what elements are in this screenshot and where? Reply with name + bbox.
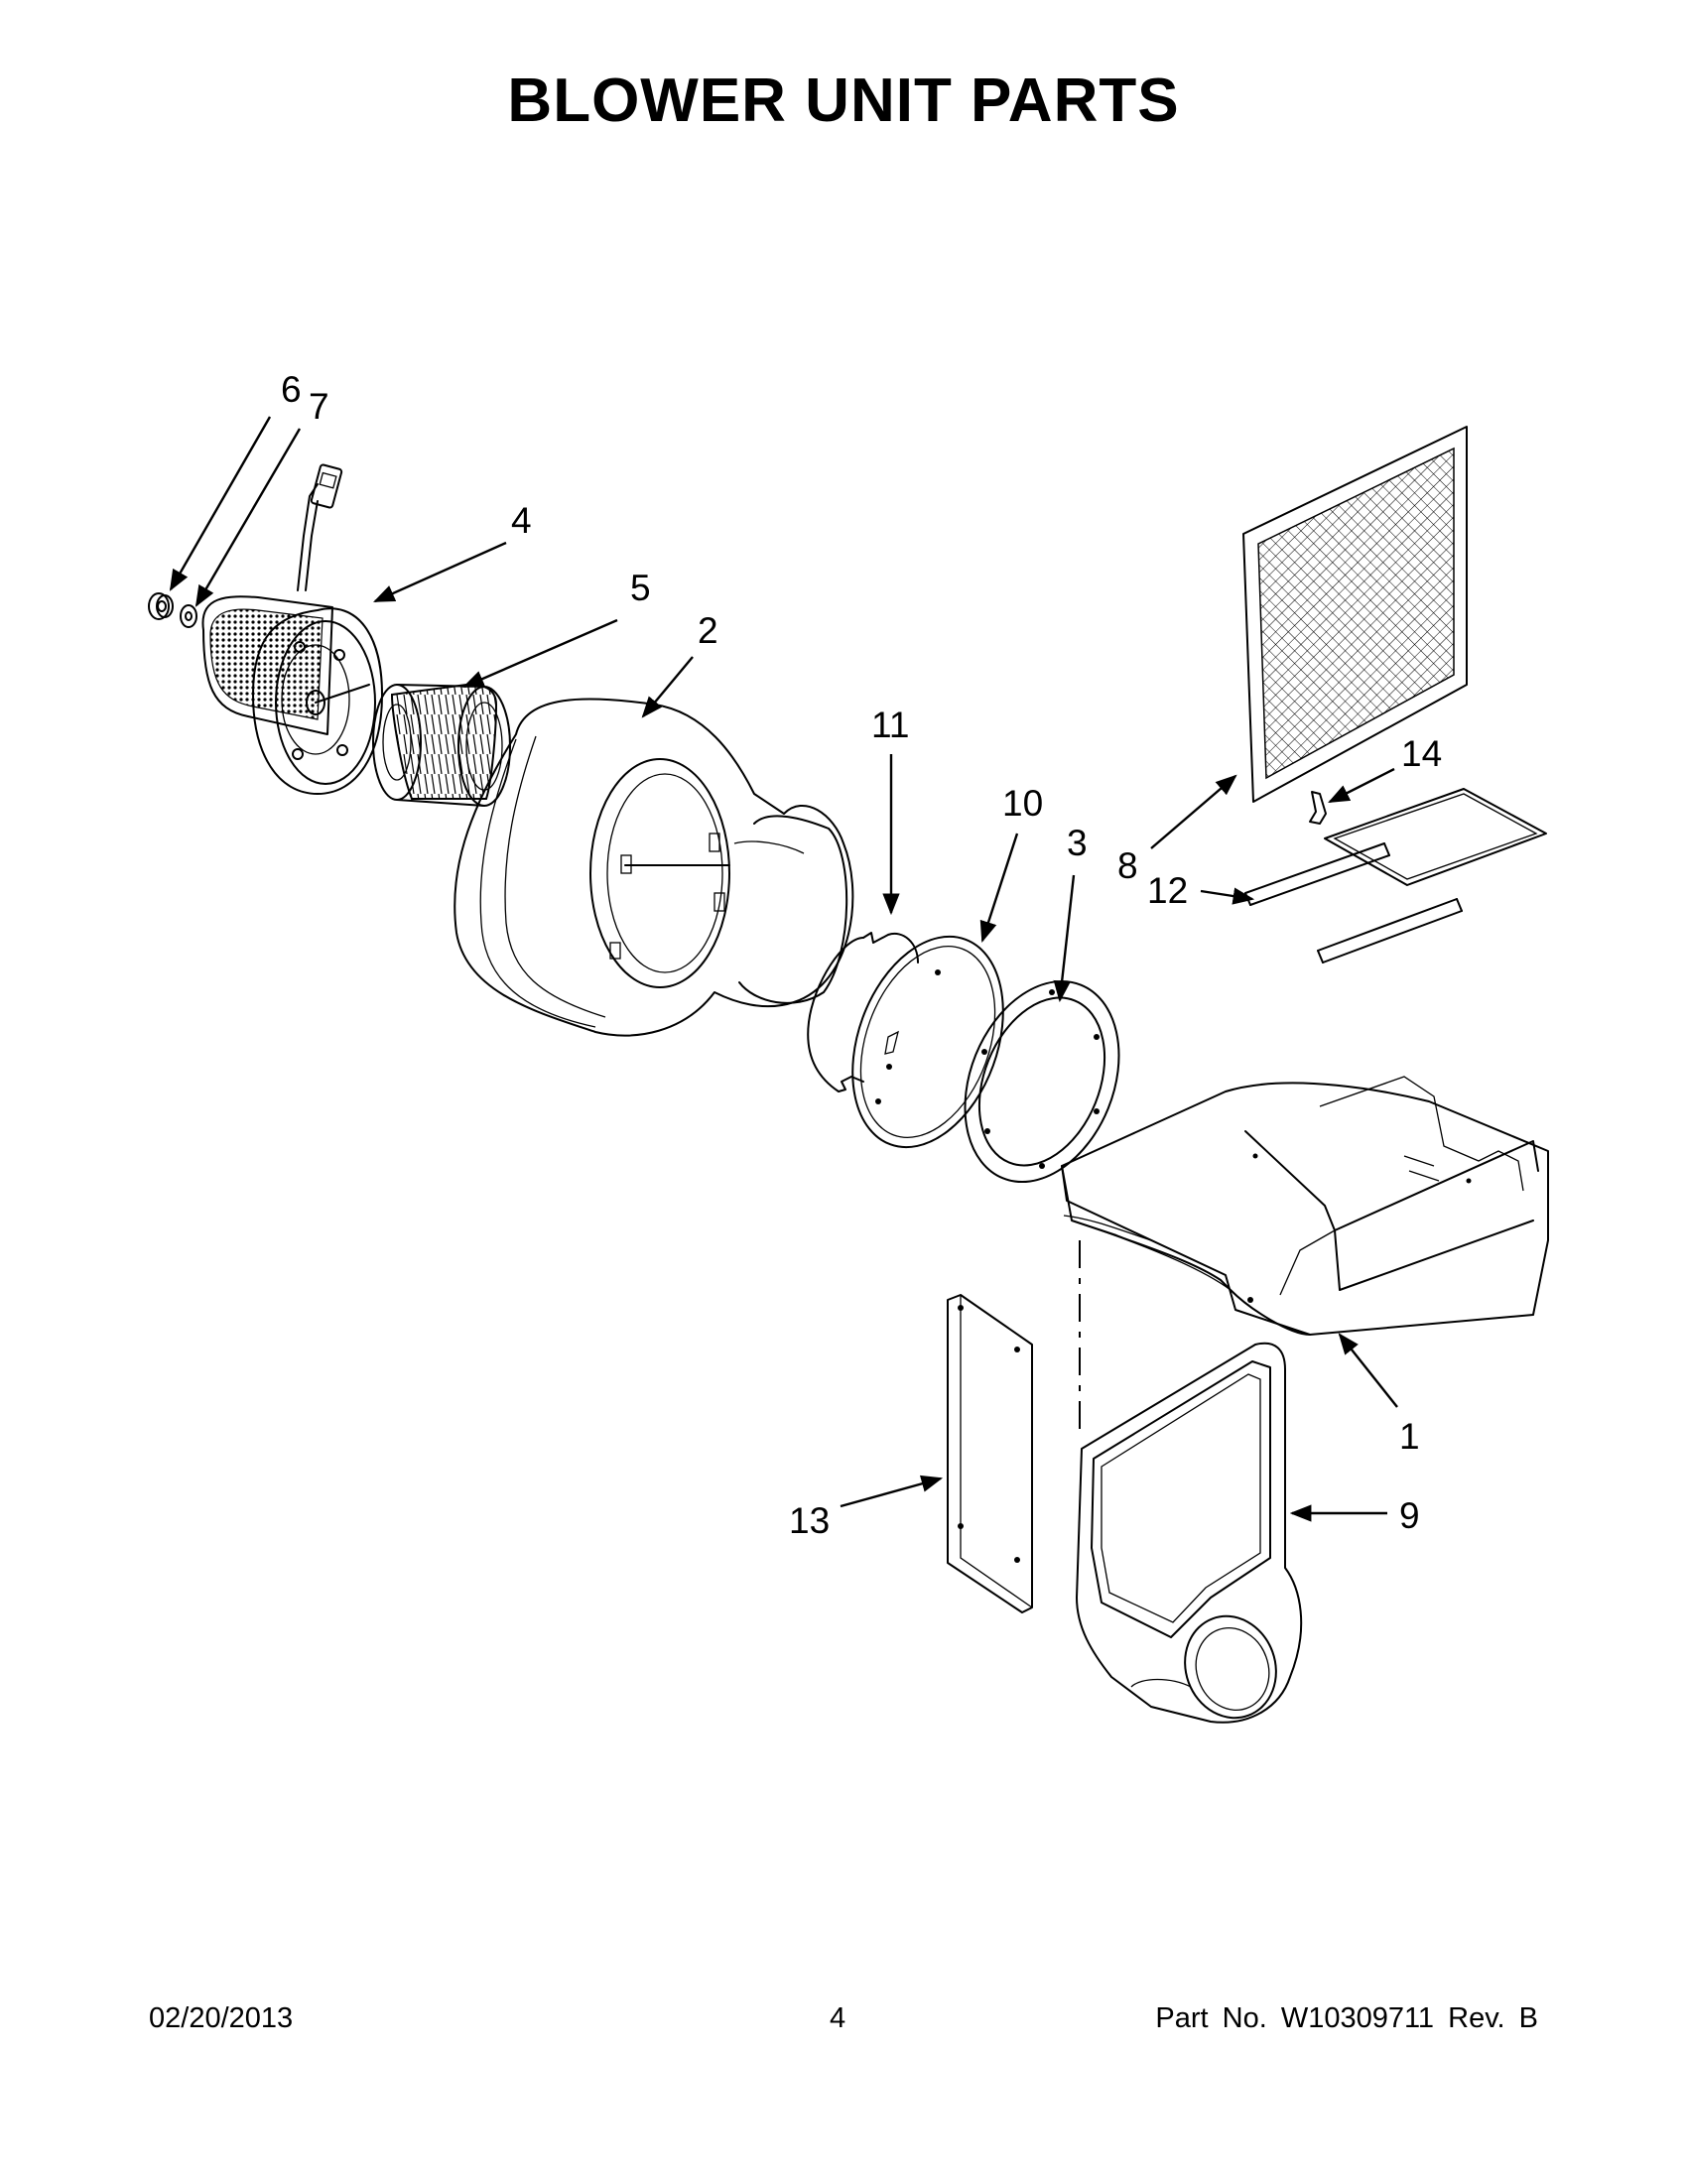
part-13-cover-plate [947, 1294, 1033, 1613]
part-11-retaining-ring [807, 932, 919, 1092]
callout-14: 14 [1401, 733, 1442, 774]
part-6-nut [148, 592, 174, 620]
leader-8 [1150, 774, 1237, 849]
leader-12 [1200, 887, 1255, 905]
callout-8: 8 [1117, 845, 1138, 886]
page-title: BLOWER UNIT PARTS [507, 66, 1180, 135]
leader-10 [979, 833, 1019, 944]
part-3-gasket [964, 979, 1120, 1184]
leader-6 [169, 416, 272, 591]
leader-3 [1053, 874, 1076, 1003]
callout-5: 5 [630, 568, 651, 608]
leader-7 [195, 428, 302, 607]
leader-lines [169, 416, 1398, 1522]
footer-page-number: 4 [830, 2002, 846, 2034]
callout-4: 4 [511, 500, 532, 541]
callout-13: 13 [789, 1500, 830, 1541]
part-9-duct-adapter [1076, 1342, 1303, 1724]
leader-2 [641, 656, 694, 718]
callout-10: 10 [1002, 783, 1043, 824]
part-7-washer [180, 604, 197, 628]
part-5-blower-wheel [372, 683, 511, 807]
footer-date: 02/20/2013 [149, 2002, 294, 2034]
leader-13 [840, 1475, 944, 1508]
part-1-blower-tray [1061, 1076, 1549, 1434]
callout-1: 1 [1399, 1416, 1420, 1457]
callout-labels: 6 7 4 5 2 11 10 3 8 14 12 1 9 13 [281, 369, 1442, 1541]
callout-7: 7 [309, 386, 329, 427]
leader-1 [1338, 1333, 1398, 1408]
callout-6: 6 [281, 369, 302, 410]
callout-12: 12 [1147, 870, 1188, 911]
part-12-filter-gasket [1244, 788, 1547, 964]
part-4-motor [201, 463, 383, 795]
leader-4 [373, 541, 507, 603]
leader-5 [462, 618, 618, 689]
callout-3: 3 [1067, 823, 1088, 863]
footer-part-number: Part No. W10309711 Rev. B [1155, 2002, 1538, 2034]
part-10-inlet-plate [851, 935, 1004, 1149]
callout-11: 11 [871, 705, 909, 745]
part-8-filter [1242, 426, 1468, 803]
part-14-clip [1309, 791, 1327, 825]
part-2-blower-housing [454, 698, 854, 1037]
callout-2: 2 [698, 610, 718, 651]
callout-9: 9 [1399, 1495, 1420, 1536]
leader-14 [1328, 767, 1395, 804]
